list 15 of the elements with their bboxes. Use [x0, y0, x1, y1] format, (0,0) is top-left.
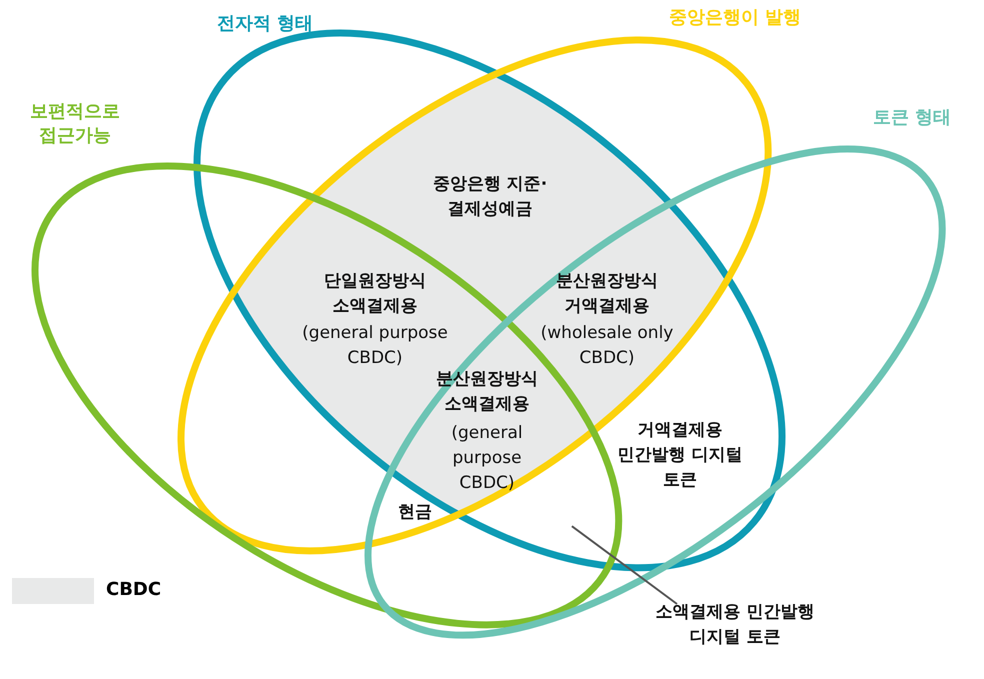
- region-label: 거액결제용 민간발행 디지털 토큰: [618, 418, 742, 492]
- region-label: 현금: [397, 500, 433, 524]
- callout-text: 소액결제용 민간발행 디지털 토큰: [655, 600, 815, 650]
- region-label: 단일원장방식 소액결제용: [323, 270, 427, 318]
- region-label: 중앙은행 지준·결제성예금: [432, 173, 548, 221]
- set-label: 전자적 형태: [216, 12, 314, 36]
- set-label: 중앙은행이 발행: [668, 6, 802, 30]
- region-note: (general purpose CBDC): [301, 322, 449, 370]
- region-note: (general purpose CBDC): [450, 422, 524, 494]
- legend-label: CBDC: [106, 579, 162, 600]
- leader-line: [571, 525, 678, 605]
- set-label: 보편적으로 접근가능: [29, 100, 121, 148]
- region-label: 분산원장방식 거액결제용: [555, 270, 659, 318]
- region-note: (wholesale only CBDC): [540, 322, 674, 370]
- set-label: 토큰 형태: [872, 106, 952, 130]
